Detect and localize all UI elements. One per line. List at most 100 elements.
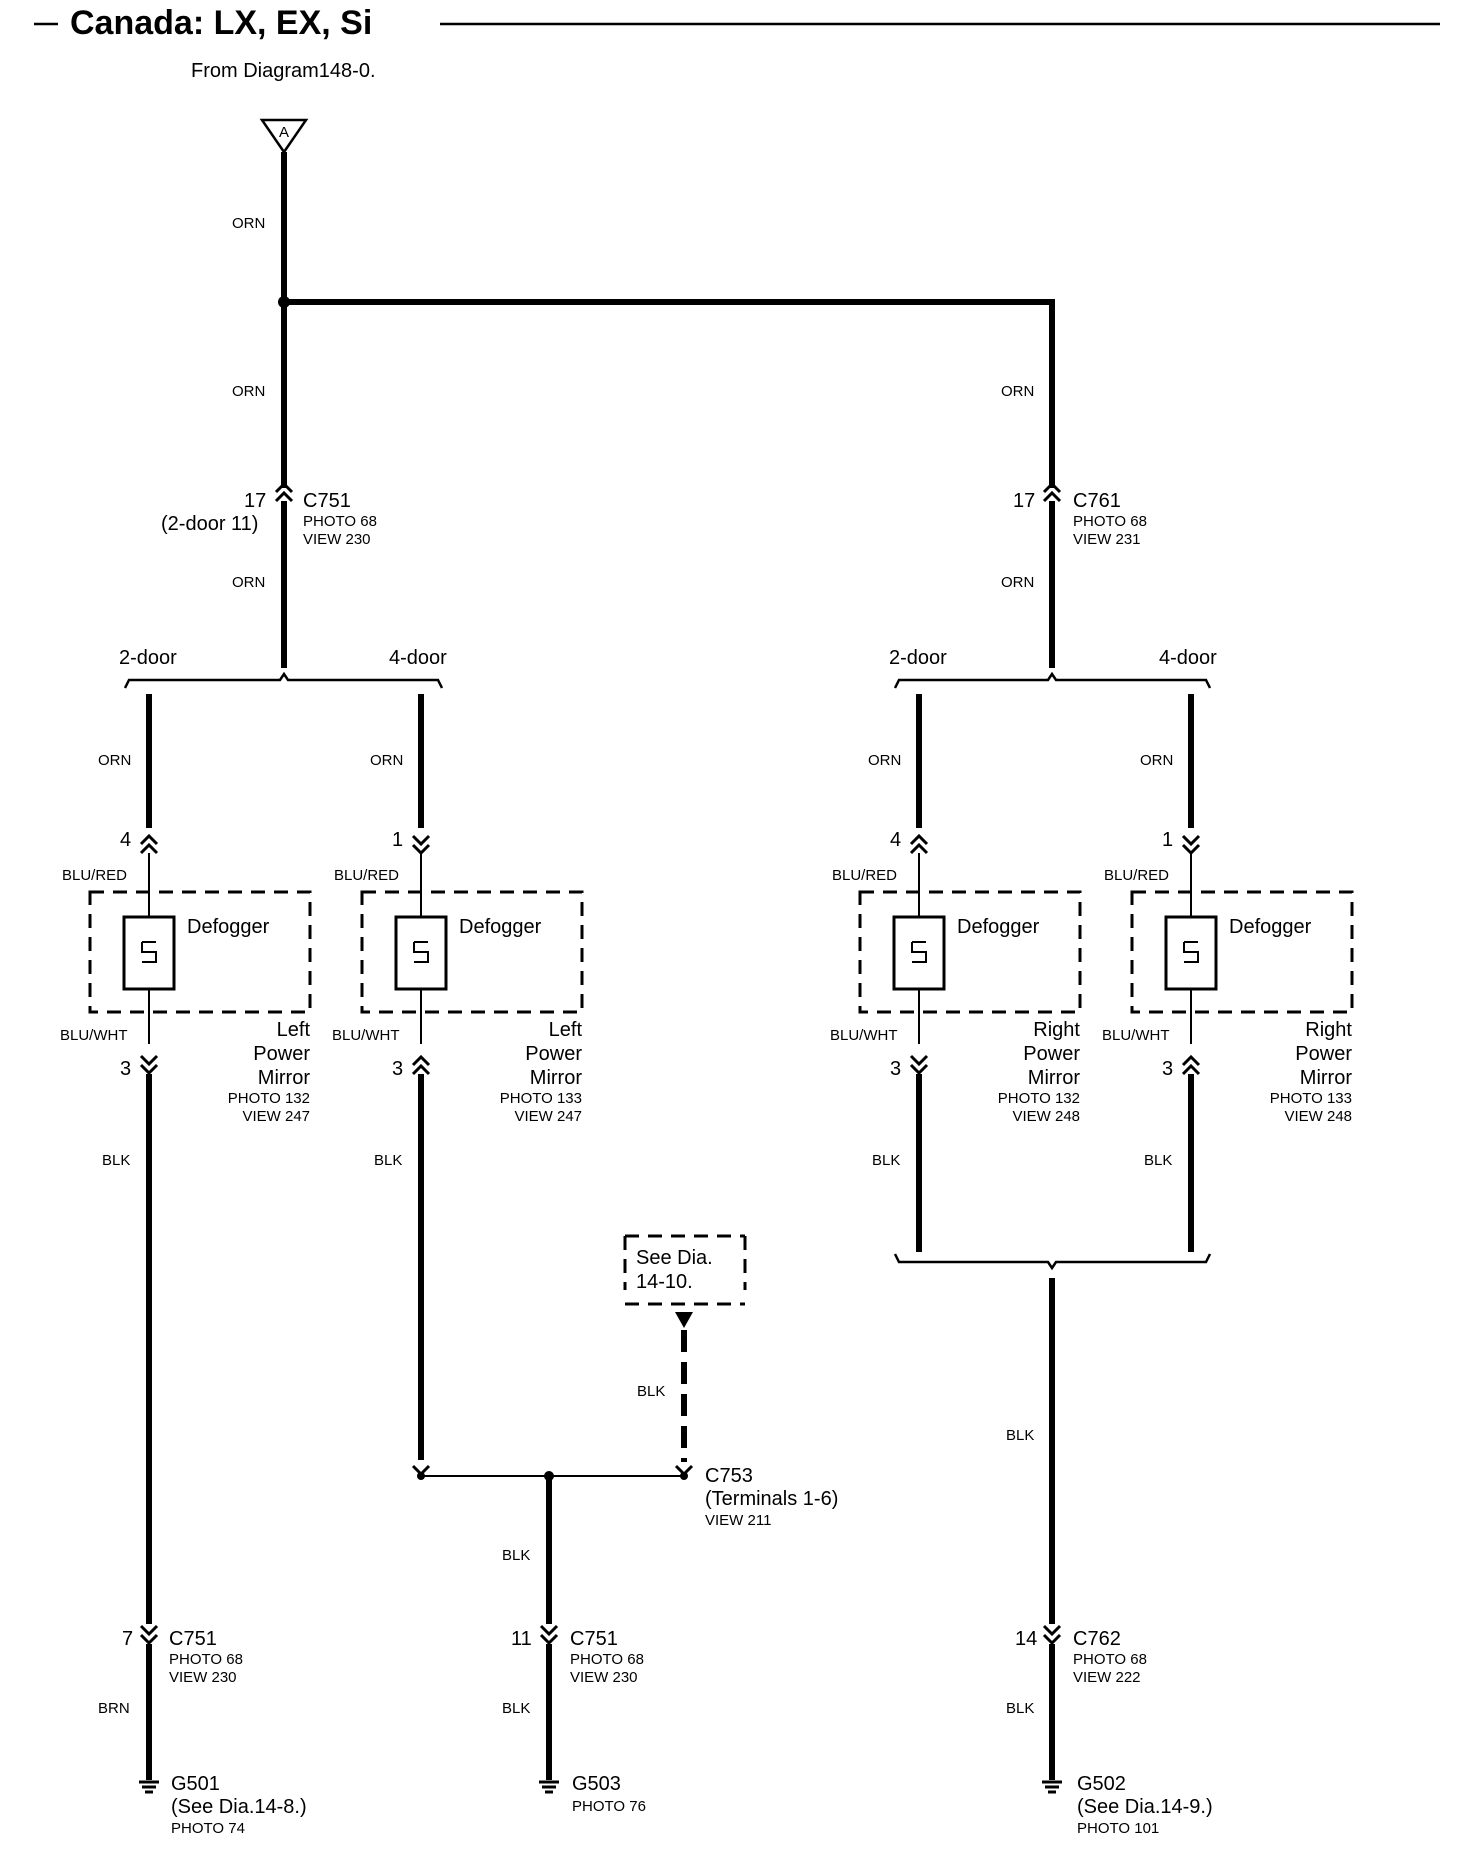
mirror-view: VIEW 247 — [514, 1108, 582, 1125]
svg-text:PHOTO 74: PHOTO 74 — [171, 1820, 245, 1837]
ground-g502: G502 (See Dia.14-9.) PHOTO 101 — [1042, 1773, 1213, 1837]
connector-c753: C753 (Terminals 1-6) VIEW 211 — [705, 1465, 838, 1529]
wire-label-brn: BRN — [98, 1700, 130, 1717]
mirror-name-line: Mirror — [1300, 1067, 1353, 1089]
mirror-name-line: Power — [1295, 1043, 1352, 1065]
variant-bracket-right: 2-door 4-door — [889, 647, 1217, 689]
svg-text:PHOTO 101: PHOTO 101 — [1077, 1820, 1159, 1837]
wire-label-blu-wht: BLU/WHT — [60, 1027, 128, 1044]
svg-text:C751: C751 — [570, 1628, 618, 1650]
mirror-name-line: Mirror — [530, 1067, 583, 1089]
wire-label-blu-red: BLU/RED — [334, 867, 399, 884]
svg-text:G503: G503 — [572, 1773, 621, 1795]
svg-text:PHOTO 68: PHOTO 68 — [570, 1651, 644, 1668]
wire-label-blk: BLK — [1006, 1700, 1034, 1717]
source-terminal-a: A — [259, 118, 309, 155]
wire-label-orn: ORN — [232, 383, 265, 400]
wire-label-blk: BLK — [637, 1383, 665, 1400]
svg-text:VIEW 230: VIEW 230 — [570, 1669, 638, 1686]
mirror-view: VIEW 248 — [1284, 1108, 1352, 1125]
wire-label-blu-wht: BLU/WHT — [332, 1027, 400, 1044]
wire-label-blu-wht: BLU/WHT — [830, 1027, 898, 1044]
wire-label-blu-red: BLU/RED — [62, 867, 127, 884]
svg-text:7: 7 — [122, 1628, 133, 1650]
wire-label-blk: BLK — [1006, 1427, 1034, 1444]
mirror-view: VIEW 247 — [242, 1108, 310, 1125]
mirror-right-4door: ORN 1 BLU/RED Defogger BLU/WHT 3 Right P… — [1102, 694, 1354, 1125]
svg-text:14: 14 — [1015, 1628, 1037, 1650]
page-title: Canada: LX, EX, Si — [70, 4, 372, 42]
connector-c761: 17 C761 PHOTO 68 VIEW 231 — [1013, 481, 1147, 548]
defogger-label: Defogger — [1229, 916, 1312, 938]
svg-text:VIEW 230: VIEW 230 — [303, 531, 371, 548]
connector-c751-top: 17 (2-door 11) C751 PHOTO 68 VIEW 230 — [161, 481, 377, 548]
svg-text:2-door: 2-door — [889, 647, 947, 669]
pin-out: 3 — [1162, 1058, 1173, 1080]
svg-text:C762: C762 — [1073, 1628, 1121, 1650]
svg-text:VIEW 222: VIEW 222 — [1073, 1669, 1141, 1686]
pin-in: 4 — [120, 829, 131, 851]
wire-label-blk: BLK — [374, 1152, 402, 1169]
pin-in: 1 — [392, 829, 403, 851]
wire-label-blu-red: BLU/RED — [1104, 867, 1169, 884]
svg-text:4-door: 4-door — [389, 647, 447, 669]
mirror-name-line: Left — [277, 1019, 311, 1041]
wire-label-blk: BLK — [872, 1152, 900, 1169]
svg-text:See Dia.: See Dia. — [636, 1247, 713, 1269]
pin-out: 3 — [120, 1058, 131, 1080]
defogger-label: Defogger — [187, 916, 270, 938]
mirror-photo: PHOTO 132 — [228, 1090, 310, 1107]
wire-label-blk: BLK — [1144, 1152, 1172, 1169]
svg-text:17: 17 — [244, 490, 266, 512]
mirror-view: VIEW 248 — [1012, 1108, 1080, 1125]
mirror-right-2door: ORN 4 BLU/RED Defogger BLU/WHT 3 Right P… — [830, 694, 1082, 1125]
pin-in: 1 — [1162, 829, 1173, 851]
svg-text:C751: C751 — [169, 1628, 217, 1650]
pin-out: 3 — [392, 1058, 403, 1080]
wire-orn-branch-right — [284, 299, 1055, 488]
svg-text:(See Dia.14-8.): (See Dia.14-8.) — [171, 1796, 307, 1818]
svg-text:G502: G502 — [1077, 1773, 1126, 1795]
mirror-name-line: Power — [253, 1043, 310, 1065]
wire-label-orn: ORN — [1001, 383, 1034, 400]
connector-c751-middle: 11 C751 PHOTO 68 VIEW 230 — [511, 1624, 644, 1686]
svg-text:PHOTO 68: PHOTO 68 — [1073, 513, 1147, 530]
wire-label-orn: ORN — [98, 752, 131, 769]
ground-g501: G501 (See Dia.14-8.) PHOTO 74 — [139, 1773, 307, 1837]
wire-label-blk: BLK — [502, 1547, 530, 1564]
wire-label-blu-wht: BLU/WHT — [1102, 1027, 1170, 1044]
svg-text:(See Dia.14-9.): (See Dia.14-9.) — [1077, 1796, 1213, 1818]
variant-bracket-left: 2-door 4-door — [119, 647, 447, 689]
pin-in: 4 — [890, 829, 901, 851]
from-diagram-note: From Diagram148-0. — [191, 60, 376, 82]
wire-label-blk: BLK — [102, 1152, 130, 1169]
mirror-name-line: Mirror — [1028, 1067, 1081, 1089]
svg-text:(2-door 11): (2-door 11) — [161, 513, 258, 535]
ground-g503: G503 PHOTO 76 — [539, 1773, 646, 1815]
svg-text:VIEW 211: VIEW 211 — [705, 1512, 771, 1529]
pin-out: 3 — [890, 1058, 901, 1080]
svg-text:C751: C751 — [303, 490, 351, 512]
mirror-name-line: Mirror — [258, 1067, 311, 1089]
defogger-label: Defogger — [957, 916, 1040, 938]
svg-text:(Terminals 1-6): (Terminals 1-6) — [705, 1488, 838, 1510]
svg-text:A: A — [279, 124, 289, 141]
harness-junction — [411, 1464, 694, 1481]
mirror-name-line: Power — [1023, 1043, 1080, 1065]
wire-label-orn: ORN — [370, 752, 403, 769]
wire-label-orn: ORN — [232, 215, 265, 232]
svg-text:G501: G501 — [171, 1773, 220, 1795]
svg-text:PHOTO 68: PHOTO 68 — [1073, 1651, 1147, 1668]
mirror-left-4door: ORN 1 BLU/RED Defogger BLU/WHT 3 Left Po… — [332, 694, 584, 1125]
wire-label-blu-red: BLU/RED — [832, 867, 897, 884]
mirror-name-line: Power — [525, 1043, 582, 1065]
merge-bracket-right — [893, 1253, 1212, 1271]
mirror-photo: PHOTO 133 — [1270, 1090, 1352, 1107]
defogger-label: Defogger — [459, 916, 542, 938]
connector-c762: 14 C762 PHOTO 68 VIEW 222 — [1015, 1624, 1147, 1686]
svg-text:2-door: 2-door — [119, 647, 177, 669]
mirror-photo: PHOTO 132 — [998, 1090, 1080, 1107]
svg-text:PHOTO 68: PHOTO 68 — [169, 1651, 243, 1668]
wire-label-orn: ORN — [1001, 574, 1034, 591]
